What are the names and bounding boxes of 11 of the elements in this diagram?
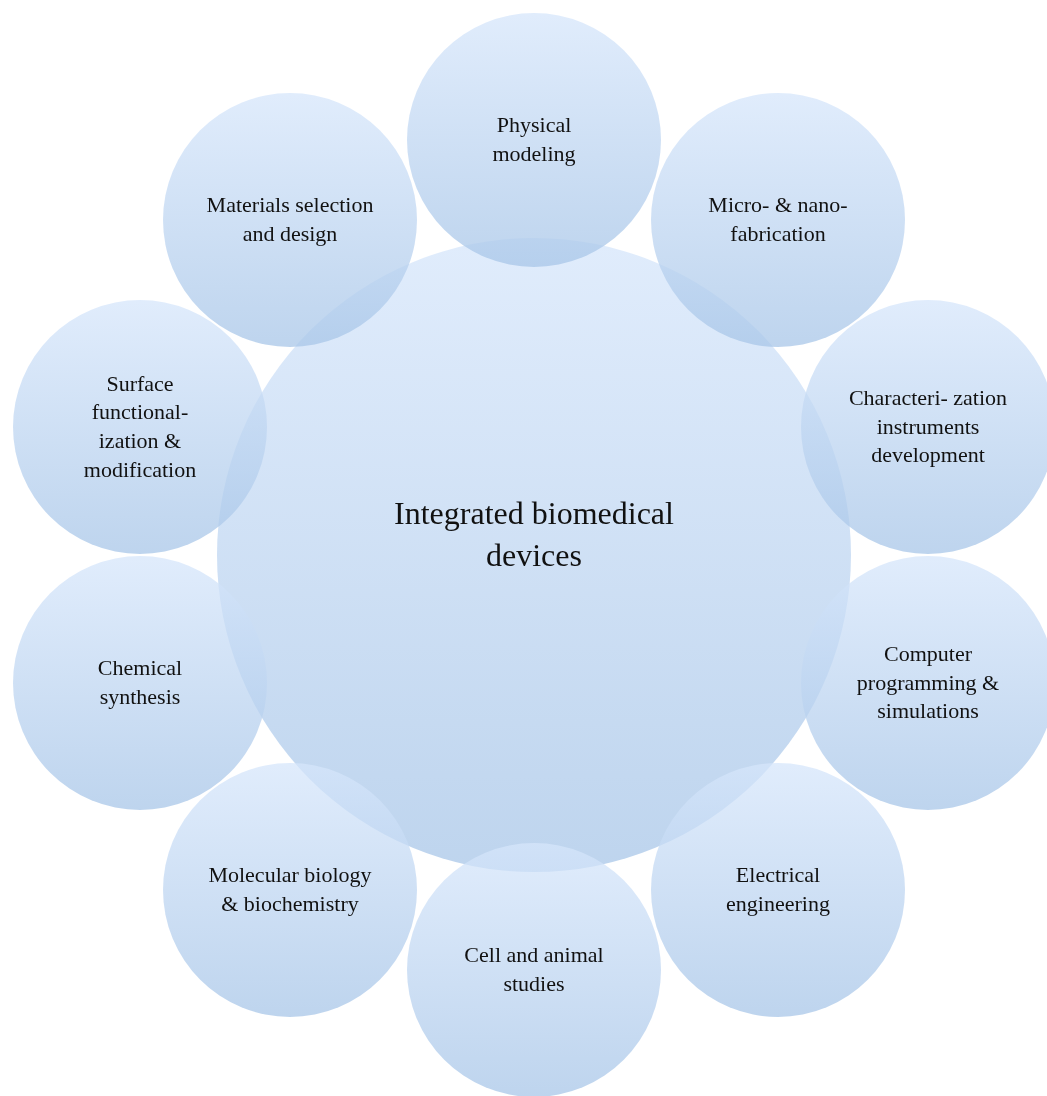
- topic-label: Physical modeling: [491, 111, 577, 168]
- topic-label: Characteri- zation instruments development: [848, 384, 1008, 470]
- central-label: Integrated biomedical devices: [393, 494, 675, 575]
- topic-label: Cell and animal studies: [463, 941, 605, 998]
- topic-label: Micro- & nano- fabrication: [707, 191, 849, 248]
- topic-label: Materials selection and design: [205, 191, 375, 248]
- topic-label: Chemical synthesis: [96, 654, 184, 711]
- topic-label: Electrical engineering: [725, 861, 831, 918]
- topic-label: Molecular biology & biochemistry: [207, 861, 373, 918]
- topic-label: Surface functional- ization & modification: [82, 369, 198, 484]
- topic-label: Computer programming & simulations: [855, 640, 1001, 726]
